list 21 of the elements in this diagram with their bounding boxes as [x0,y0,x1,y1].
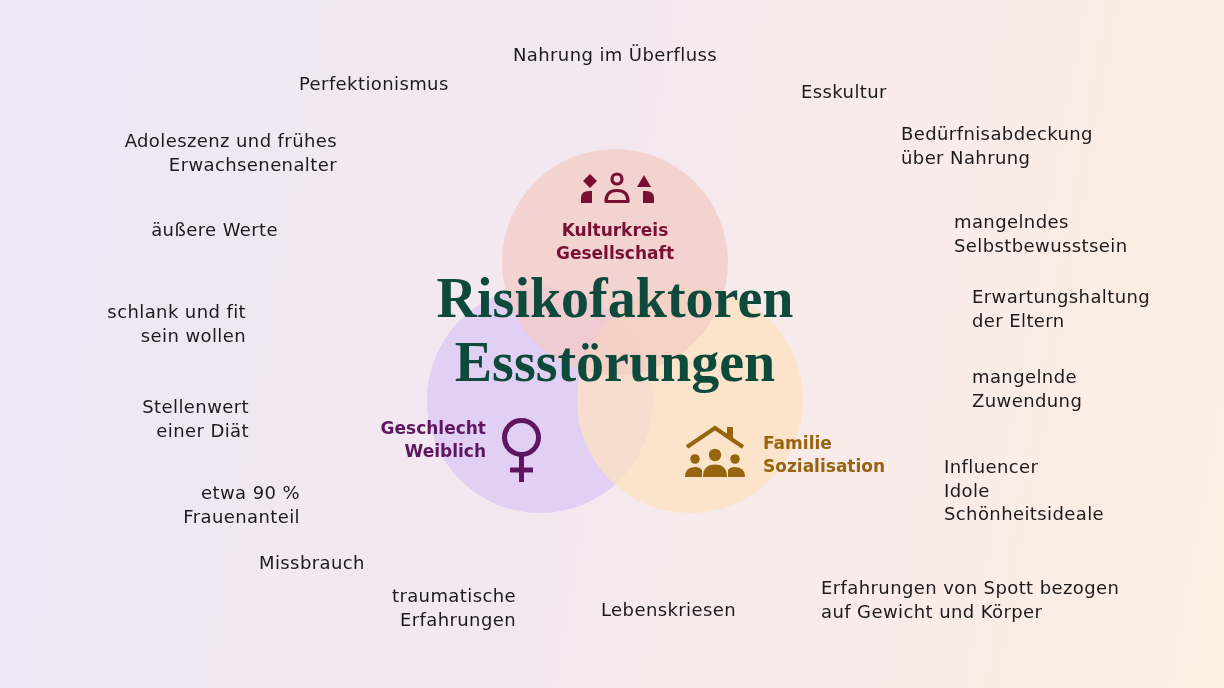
risk-factor-label: Stellenwert einer Diät [141,395,249,442]
risk-factor-label: mangelndes Selbstbewusstsein [954,210,1128,257]
risk-factor-label: Missbrauch [259,551,365,575]
category-label: Familie Sozialisation [763,432,886,478]
risk-factor-label: traumatische Erfahrungen [391,584,516,631]
risk-factor-label: Lebenskriesen [601,598,737,622]
risk-factor-label: Nahrung im Überfluss [512,43,718,67]
risk-factor-label: Perfektionismus [299,72,449,96]
risk-factor-label: mangelnde Zuwendung [972,365,1083,412]
risk-factor-label: Bedürfnisabdeckung über Nahrung [901,122,1094,169]
risk-factor-label: Esskultur [801,80,887,104]
risk-factor-label: äußere Werte [151,218,278,242]
risk-factor-label: schlank und fit sein wollen [106,300,246,347]
category-label: Geschlecht Weiblich [380,417,486,463]
diagram-title: Risikofaktoren Essstörungen [436,266,794,394]
risk-factor-label: Erfahrungen von Spott bezogen auf Gewicht und Körper [821,576,1121,623]
risk-factor-label: Adoleszenz und frühes Erwachsenenalter [123,129,337,176]
risk-factor-label: Influencer Idole Schönheitsideale [944,455,1105,526]
risk-factor-label: Erwartungshaltung der Eltern [972,285,1152,332]
category-label: Kulturkreis Gesellschaft [555,219,675,265]
risk-factor-label: etwa 90 % Frauenanteil [182,481,300,528]
